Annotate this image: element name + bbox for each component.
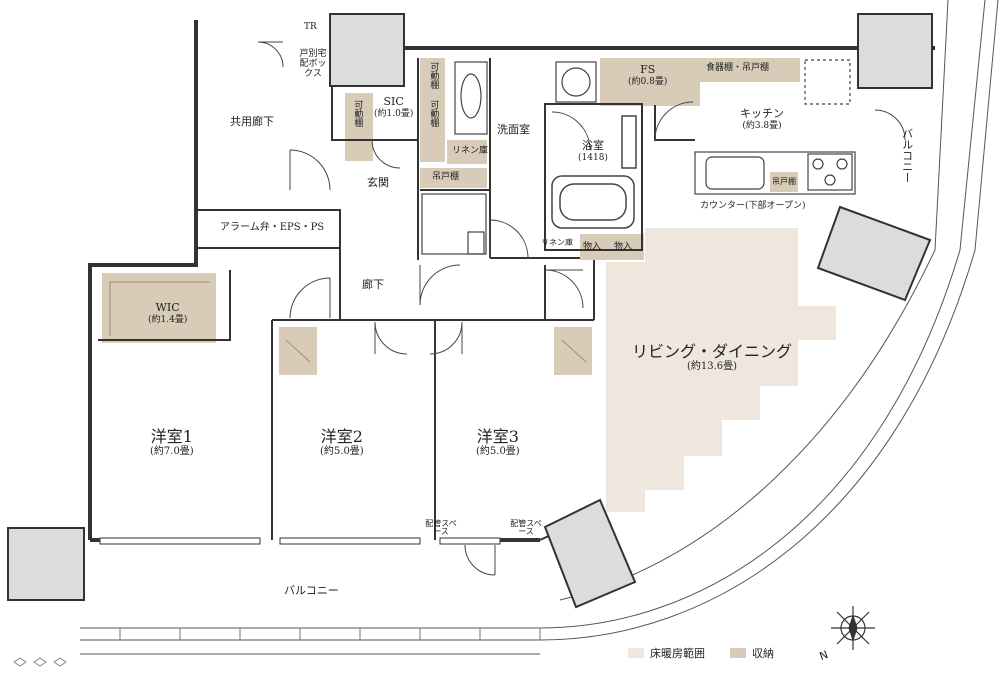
- label-movable-shelf-1: 可動棚: [352, 100, 363, 127]
- room-western2-size: (約5.0畳): [320, 446, 364, 458]
- room-western1-name: 洋室1: [150, 427, 193, 446]
- label-delivery-box: 戸別宅配ボックス: [299, 49, 327, 79]
- room-western3: 洋室3 (約5.0畳): [476, 427, 520, 458]
- label-hallway: 廊下: [362, 278, 384, 291]
- room-wic-size: (約1.4畳): [148, 314, 188, 325]
- compass: [831, 606, 875, 650]
- room-wic: WIC (約1.4畳): [148, 301, 188, 325]
- legend-storage: 収納: [730, 645, 774, 661]
- label-hanging-shelf-2: 吊戸棚: [772, 177, 796, 186]
- room-kitchen-name: キッチン: [740, 107, 784, 120]
- room-sic-size: (約1.0畳): [374, 108, 414, 119]
- room-fs: FS (約0.8畳): [628, 63, 668, 87]
- room-kitchen-size: (約3.8畳): [742, 120, 782, 131]
- legend-floor-heating-label: 床暖房範囲: [650, 647, 705, 660]
- legend-storage-label: 収納: [752, 647, 774, 660]
- label-linen-2: リネン庫: [541, 238, 573, 247]
- label-linen-1: リネン庫: [452, 146, 489, 156]
- legend-storage-swatch: [730, 648, 746, 658]
- label-pipe-space-1: 配管スペース: [425, 519, 457, 537]
- storage-zones: [102, 58, 800, 375]
- label-pipe-space-2: 配管スペース: [510, 519, 542, 537]
- label-alarm-eps-ps: アラーム弁・EPS・PS: [220, 222, 325, 233]
- room-kitchen: キッチン (約3.8畳): [740, 107, 784, 131]
- label-storage-2: 物入: [614, 242, 633, 252]
- room-bath-name: 浴室: [581, 139, 604, 152]
- label-movable-shelf-3: 可動棚: [428, 100, 439, 127]
- room-sic: SIC (約1.0畳): [374, 95, 414, 119]
- room-western1: 洋室1 (約7.0畳): [150, 427, 194, 458]
- pillars: [7, 13, 933, 609]
- label-storage-1: 物入: [583, 242, 602, 252]
- label-counter: カウンター(下部オープン): [700, 201, 806, 211]
- label-movable-shelf-2: 可動棚: [428, 62, 439, 89]
- label-hanging-shelf-1: 吊戸棚: [432, 172, 460, 182]
- room-western3-size: (約5.0畳): [476, 446, 520, 458]
- floor-heating-area: [606, 228, 836, 512]
- label-balcony-bottom: バルコニー: [284, 584, 339, 597]
- room-wic-name: WIC: [155, 301, 180, 314]
- legend-floor-heating-swatch: [628, 648, 644, 658]
- room-western2: 洋室2 (約5.0畳): [320, 427, 364, 458]
- room-bath: 浴室 (1418): [578, 139, 608, 163]
- room-fs-size: (約0.8畳): [628, 76, 668, 87]
- label-entrance: 玄関: [367, 176, 389, 189]
- room-western1-size: (約7.0畳): [150, 446, 194, 458]
- room-bath-size: (1418): [578, 152, 608, 163]
- room-sic-name: SIC: [383, 95, 404, 108]
- room-fs-name: FS: [640, 63, 656, 76]
- label-tr: TR: [304, 22, 317, 32]
- room-western2-name: 洋室2: [320, 427, 363, 446]
- legend-floor-heating: 床暖房範囲: [628, 645, 705, 661]
- label-common-corridor: 共用廊下: [230, 115, 274, 128]
- room-living: リビング・ダイニング (約13.6畳): [632, 342, 793, 373]
- room-western3-name: 洋室3: [476, 427, 519, 446]
- room-living-name: リビング・ダイニング: [632, 342, 793, 361]
- label-washroom: 洗面室: [497, 123, 530, 136]
- room-living-size: (約13.6畳): [686, 361, 738, 373]
- label-balcony-right: バルコニー: [900, 128, 914, 183]
- label-dish-shelf: 食器棚・吊戸棚: [706, 63, 770, 73]
